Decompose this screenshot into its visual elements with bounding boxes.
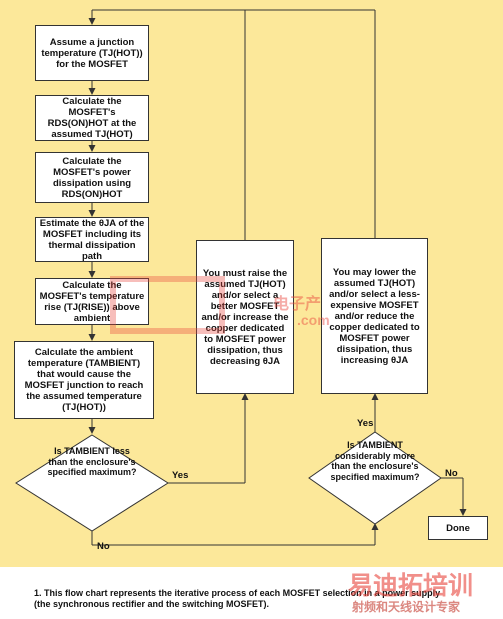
step-calc-ambient-text: Calculate the ambient temperature (TAMBI…	[24, 347, 144, 413]
step-may-lower-text: You may lower the assumed TJ(HOT) and/or…	[329, 266, 420, 366]
step-calc-power-text: Calculate the MOSFET's power dissipation…	[52, 155, 132, 200]
step-must-raise-text: You must raise the assumed TJ(HOT) and/o…	[201, 267, 289, 367]
step-calc-ambient: Calculate the ambient temperature (TAMBI…	[14, 341, 154, 419]
figure-caption: 1. This flow chart represents the iterat…	[34, 588, 441, 609]
step-done: Done	[428, 516, 488, 540]
no-label-1: No	[97, 541, 110, 552]
yes-label-2: Yes	[357, 418, 374, 429]
step-estimate-theta-text: Estimate the θJA of the MOSFET including…	[39, 217, 145, 262]
step-calc-power: Calculate the MOSFET's power dissipation…	[35, 152, 149, 203]
step-may-lower: You may lower the assumed TJ(HOT) and/or…	[321, 238, 428, 394]
step-estimate-theta: Estimate the θJA of the MOSFET including…	[35, 217, 149, 262]
no-label-2: No	[445, 468, 458, 479]
step-assume-temperature: Assume a junction temperature (TJ(HOT)) …	[35, 25, 149, 81]
watermark-top-cn: 电子产	[273, 296, 322, 313]
step-calc-rds: Calculate the MOSFET's RDS(ON)HOT at the…	[35, 95, 149, 141]
watermark-bottom-cn: 易迪拓培训	[348, 572, 474, 600]
step-must-raise: You must raise the assumed TJ(HOT) and/o…	[196, 240, 294, 394]
decision-more-than-text: Is TAMBIENT considerably more than the e…	[330, 440, 420, 482]
step-assume-text: Assume a junction temperature (TJ(HOT)) …	[41, 36, 143, 70]
watermark-logo	[110, 276, 225, 334]
step-calc-rds-text: Calculate the MOSFET's RDS(ON)HOT at the…	[47, 96, 137, 140]
decision-diamond-more-than	[308, 431, 442, 525]
yes-label-1: Yes	[172, 470, 189, 481]
watermark-top-com: .com	[297, 312, 330, 328]
watermark-bottom-sub: 射频和天线设计专家	[352, 600, 461, 614]
step-calc-rise: Calculate the MOSFET's temperature rise …	[35, 278, 149, 325]
step-done-text: Done	[446, 522, 470, 534]
step-calc-rise-text: Calculate the MOSFET's temperature rise …	[39, 279, 145, 324]
decision-less-than-text: Is TAMBIENT less than the enclosure's sp…	[47, 446, 137, 477]
decision-diamond-less-than	[15, 434, 169, 532]
